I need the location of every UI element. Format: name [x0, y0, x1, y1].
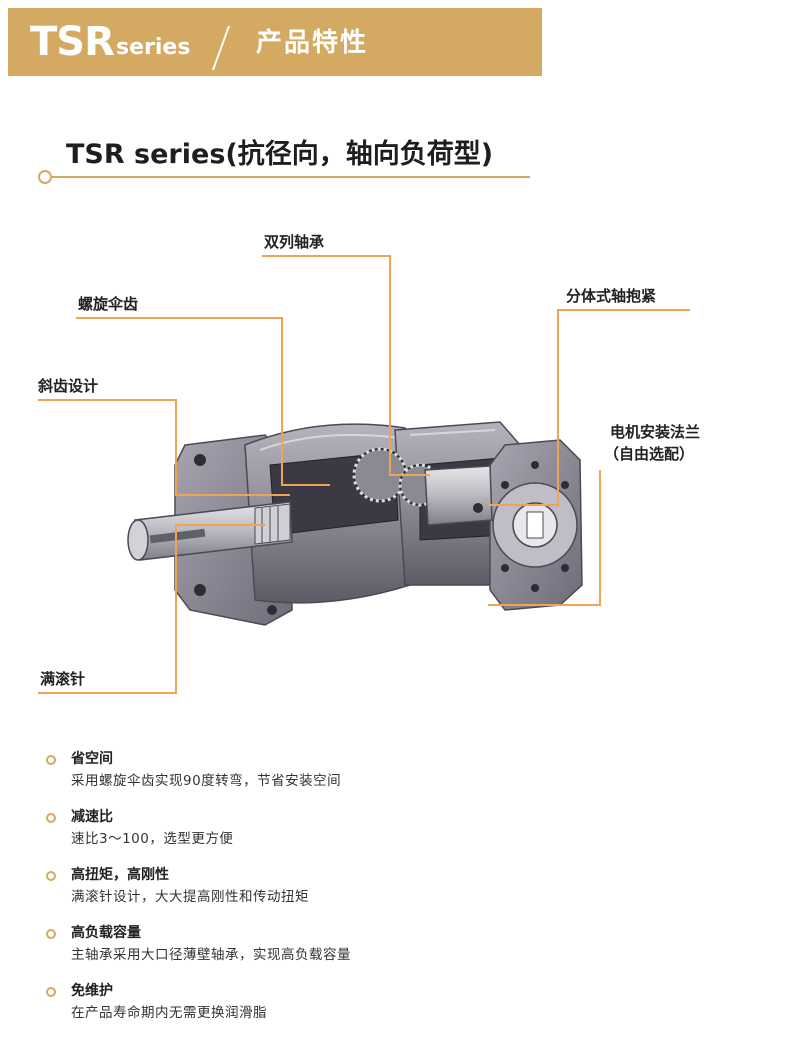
list-item: 高扭矩，高刚性 满滚针设计，大大提高刚性和传动扭矩 — [46, 866, 746, 924]
bullet-icon — [46, 871, 56, 881]
gearbox-diagram: 双列轴承 螺旋伞齿 分体式轴抱紧 斜齿设计 电机安装法兰 （自由选配） 满滚针 — [0, 190, 790, 730]
callout-lines — [38, 255, 690, 694]
output-shaft — [127, 501, 293, 561]
feature-title: 高负载容量 — [71, 925, 141, 941]
brand-name: TSR — [30, 19, 115, 65]
feature-desc: 速比3～100，选型更方便 — [71, 831, 234, 847]
bullet-icon — [46, 813, 56, 823]
callout-double-row-bearing: 双列轴承 — [264, 233, 325, 251]
motor-flange — [489, 439, 583, 611]
feature-desc: 满滚针设计，大大提高刚性和传动扭矩 — [71, 889, 309, 905]
brand-series: series — [116, 35, 191, 60]
banner-divider — [211, 26, 231, 70]
callout-spiral-bevel-gear: 螺旋伞齿 — [78, 295, 139, 313]
list-item: 高负载容量 主轴承采用大口径薄壁轴承，实现高负载容量 — [46, 924, 746, 982]
gearbox-illustration — [38, 255, 690, 694]
callout-helical-gear-design: 斜齿设计 — [38, 377, 99, 395]
feature-desc: 在产品寿命期内无需更换润滑脂 — [71, 1005, 267, 1021]
callout-motor-flange-optional: （自由选配） — [604, 445, 695, 463]
callout-motor-flange: 电机安装法兰 — [610, 423, 701, 441]
list-item: 减速比 速比3～100，选型更方便 — [46, 808, 746, 866]
feature-title: 减速比 — [71, 809, 113, 825]
bullet-icon — [46, 929, 56, 939]
banner-title: 产品特性 — [256, 28, 369, 58]
feature-list: 省空间 采用螺旋伞齿实现90度转弯，节省安装空间 减速比 速比3～100，选型更… — [46, 750, 746, 1040]
section-title: TSR series(抗径向，轴向负荷型) — [66, 139, 494, 170]
feature-title: 省空间 — [71, 751, 113, 767]
feature-title: 高扭矩，高刚性 — [71, 867, 169, 883]
bullet-icon — [46, 987, 56, 997]
list-item: 省空间 采用螺旋伞齿实现90度转弯，节省安装空间 — [46, 750, 746, 808]
section-bullet-icon — [38, 170, 52, 184]
header-banner: TSR series 产品特性 — [8, 8, 542, 76]
section-underline — [48, 176, 530, 178]
callout-full-needle-roller: 满滚针 — [40, 670, 86, 688]
feature-desc: 主轴承采用大口径薄壁轴承，实现高负载容量 — [71, 947, 351, 963]
feature-title: 免维护 — [71, 983, 113, 999]
list-item: 免维护 在产品寿命期内无需更换润滑脂 — [46, 982, 746, 1040]
callout-split-shaft-clamp: 分体式轴抱紧 — [566, 287, 657, 305]
feature-desc: 采用螺旋伞齿实现90度转弯，节省安装空间 — [71, 773, 342, 789]
input-clamp — [424, 465, 493, 526]
bullet-icon — [46, 755, 56, 765]
